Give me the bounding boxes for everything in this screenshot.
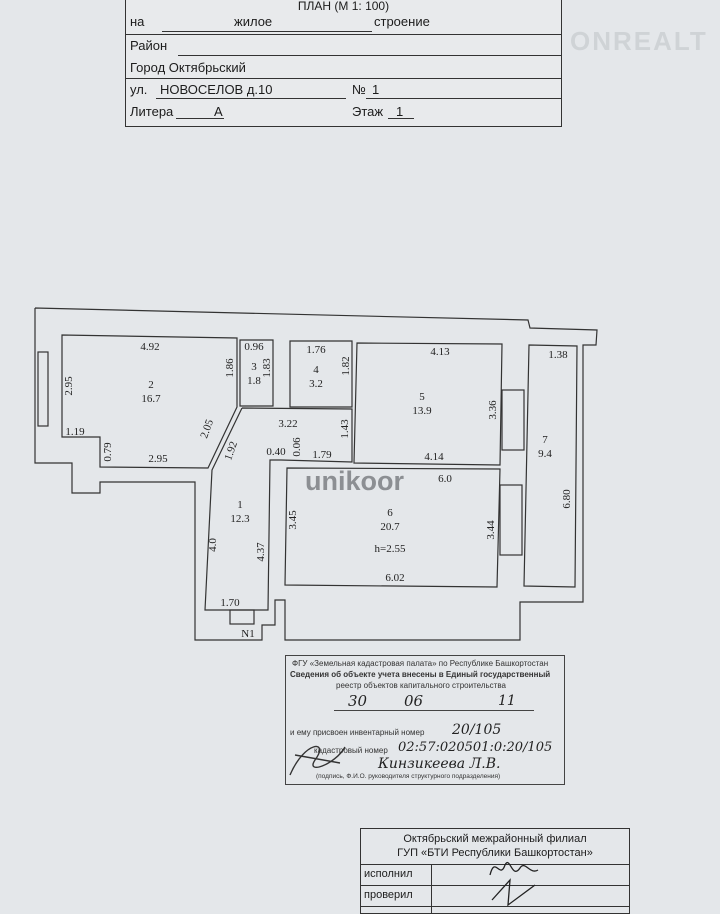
- entrance-door: [229, 609, 255, 625]
- row-purpose: на жилое строение: [126, 14, 561, 35]
- dim: 6.80: [561, 489, 573, 509]
- dim: 2.05: [198, 417, 216, 440]
- outer-wall: [34, 307, 598, 641]
- room-6-area: 20.7: [380, 521, 400, 533]
- dimension-labels: 4.92 1.86 2.95 1.19 0.79 2.95 2.05 1.92 …: [63, 341, 573, 609]
- dim: 1.19: [65, 426, 85, 438]
- dim: 3.36: [487, 400, 499, 420]
- room-7-area: 9.4: [538, 448, 552, 460]
- dim: 3.22: [278, 418, 297, 430]
- room-7-number: 7: [542, 434, 548, 446]
- window-right-2: [499, 484, 523, 556]
- room-4-outline: [289, 340, 353, 408]
- number-label: №: [352, 82, 366, 97]
- dim: 4.92: [140, 341, 159, 353]
- window-left: [37, 351, 49, 427]
- room-6-outline: [284, 467, 501, 588]
- checked-label: проверил: [364, 889, 413, 901]
- cadastral-stamp: ФГУ «Земельная кадастровая палата» по Ре…: [285, 655, 565, 785]
- na-label: на: [130, 14, 145, 29]
- dim: 1.79: [312, 449, 332, 461]
- dim: 6.02: [385, 572, 404, 584]
- stamp-month: 06: [404, 692, 424, 710]
- corridor-outline: [204, 407, 353, 611]
- street-label: ул.: [130, 82, 148, 97]
- dim: 2.95: [63, 376, 75, 396]
- stamp-year: 11: [498, 693, 516, 709]
- room-labels: 2 16.7 3 1.8 4 3.2 5 13.9 6 20.7 7 9.4 1…: [141, 361, 552, 640]
- district-label: Район: [130, 38, 168, 53]
- room-3-number: 3: [251, 361, 257, 373]
- street-value: НОВОСЕЛОВ д.10: [160, 82, 273, 97]
- bti-signatures: [489, 862, 539, 907]
- dim: 0.79: [102, 442, 114, 462]
- watermark-onrealt: ONREALT: [570, 26, 708, 56]
- stamp-line-1: ФГУ «Земельная кадастровая палата» по Ре…: [292, 659, 549, 668]
- room-1-number: 1: [237, 499, 243, 511]
- dim: 1.86: [224, 358, 236, 378]
- dim: 1.38: [548, 349, 568, 361]
- cadastral-value: 02:57:020501:0:20/105: [398, 740, 553, 755]
- dim: 4.0: [207, 538, 219, 552]
- dim: 4.13: [430, 346, 450, 358]
- dim: 1.76: [306, 344, 326, 356]
- plan-title: ПЛАН (М 1: 100): [297, 0, 390, 13]
- room-2-number: 2: [148, 379, 154, 391]
- watermark-unikoor: unikoor: [305, 466, 404, 496]
- inventory-value: 20/105: [452, 722, 502, 738]
- room-1-area: 12.3: [230, 513, 250, 525]
- cadastral-label: кадастровый номер: [314, 746, 388, 755]
- row-district: Район: [126, 38, 561, 58]
- dim: 2.95: [148, 453, 168, 465]
- dim: 1.43: [339, 419, 351, 439]
- room-3-area: 1.8: [247, 375, 261, 387]
- row-street: ул. НОВОСЕЛОВ д.10 № 1: [126, 82, 561, 102]
- room-6-number: 6: [387, 507, 393, 519]
- stamp-line-2: Сведения об объекте учета внесены в Един…: [290, 670, 551, 679]
- room-4-area: 3.2: [309, 378, 323, 390]
- room-5-outline: [353, 342, 503, 466]
- header-form: ПЛАН (М 1: 100) на жилое строение Район …: [125, 0, 562, 127]
- dim: 0.40: [266, 446, 286, 458]
- stamp-line-3: реестр объектов капитального строительст…: [336, 681, 506, 690]
- dim: 4.37: [255, 542, 267, 562]
- dim: 3.44: [485, 520, 497, 540]
- room-3-outline: [239, 339, 274, 407]
- room-5-area: 13.9: [412, 405, 432, 417]
- bti-line-1: Октябрьский межрайонный филиал: [403, 833, 587, 845]
- dim: 1.70: [220, 597, 240, 609]
- row-litera: Литера А Этаж 1: [126, 104, 561, 124]
- ceiling-height: h=2.55: [375, 543, 406, 555]
- signer-name: Кинзикеева Л.В.: [378, 756, 501, 772]
- entrance-label: N1: [241, 628, 254, 640]
- room-2-area: 16.7: [141, 393, 161, 405]
- bti-line-2: ГУП «БТИ Республики Башкортостан»: [397, 847, 593, 859]
- floor-label: Этаж: [352, 104, 384, 119]
- purpose-value: жилое: [234, 14, 273, 29]
- dim: 6.0: [438, 473, 452, 485]
- row-city: Город Октябрьский: [126, 58, 561, 79]
- dim: 1.82: [340, 356, 352, 375]
- litera-value: А: [214, 104, 223, 119]
- executed-label: исполнил: [364, 868, 413, 880]
- room-2-outline: [61, 334, 238, 469]
- signature-stroke: [289, 745, 346, 776]
- dim: 0.96: [244, 341, 264, 353]
- stamp-day: 30: [348, 692, 368, 710]
- window-right-1: [501, 389, 525, 451]
- signer-caption: (подпись, Ф.И.О. руководителя структурно…: [316, 773, 501, 780]
- na-suffix: строение: [374, 14, 430, 29]
- room-7-outline: [523, 344, 578, 588]
- dim: 4.14: [424, 451, 444, 463]
- room-5-number: 5: [419, 391, 425, 403]
- dim: 1.83: [261, 358, 273, 378]
- floor-value: 1: [396, 104, 404, 119]
- dim: 3.45: [287, 510, 299, 530]
- litera-label: Литера: [130, 104, 174, 119]
- dim: 0.06: [291, 437, 303, 457]
- inventory-label: и ему присвоен инвентарный номер: [290, 728, 425, 737]
- number-value: 1: [372, 82, 380, 97]
- city: Город Октябрьский: [130, 60, 246, 75]
- room-4-number: 4: [313, 364, 319, 376]
